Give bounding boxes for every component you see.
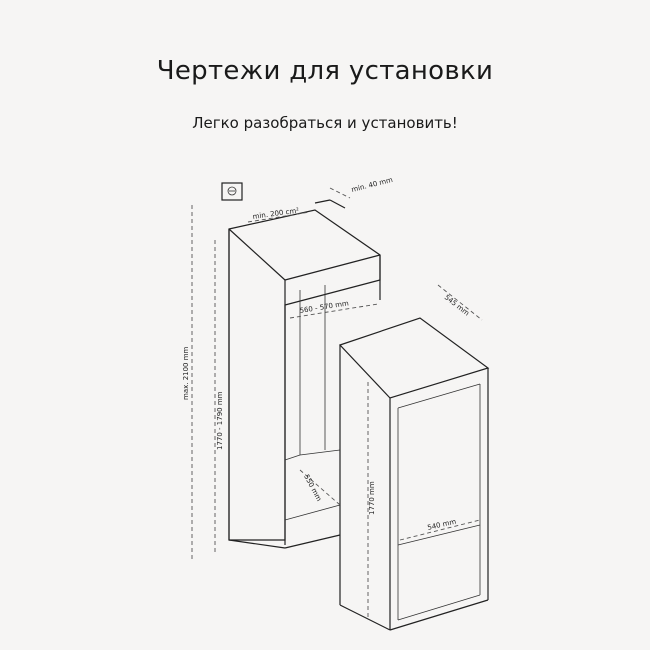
unit-depth-label: 545 mm: [443, 293, 471, 317]
dimension-lines: [191, 187, 483, 620]
cabinet-niche: [228, 199, 381, 549]
refrigerator-unit: [338, 317, 490, 631]
niche-height-label: 1770 - 1790 mm: [216, 391, 224, 450]
page-subtitle: Легко разобраться и установить!: [192, 114, 458, 132]
unit-height-label: 1770 mm: [368, 481, 376, 515]
vent-grille-icon: [221, 182, 243, 201]
total-height-label: max. 2100 mm: [182, 346, 190, 400]
niche-depth-label: 550 mm: [302, 473, 323, 503]
gap-top-label: min. 40 mm: [351, 176, 394, 194]
page-title: Чертежи для установки: [156, 56, 494, 86]
niche-width-label: 560 - 570 mm: [299, 299, 349, 315]
